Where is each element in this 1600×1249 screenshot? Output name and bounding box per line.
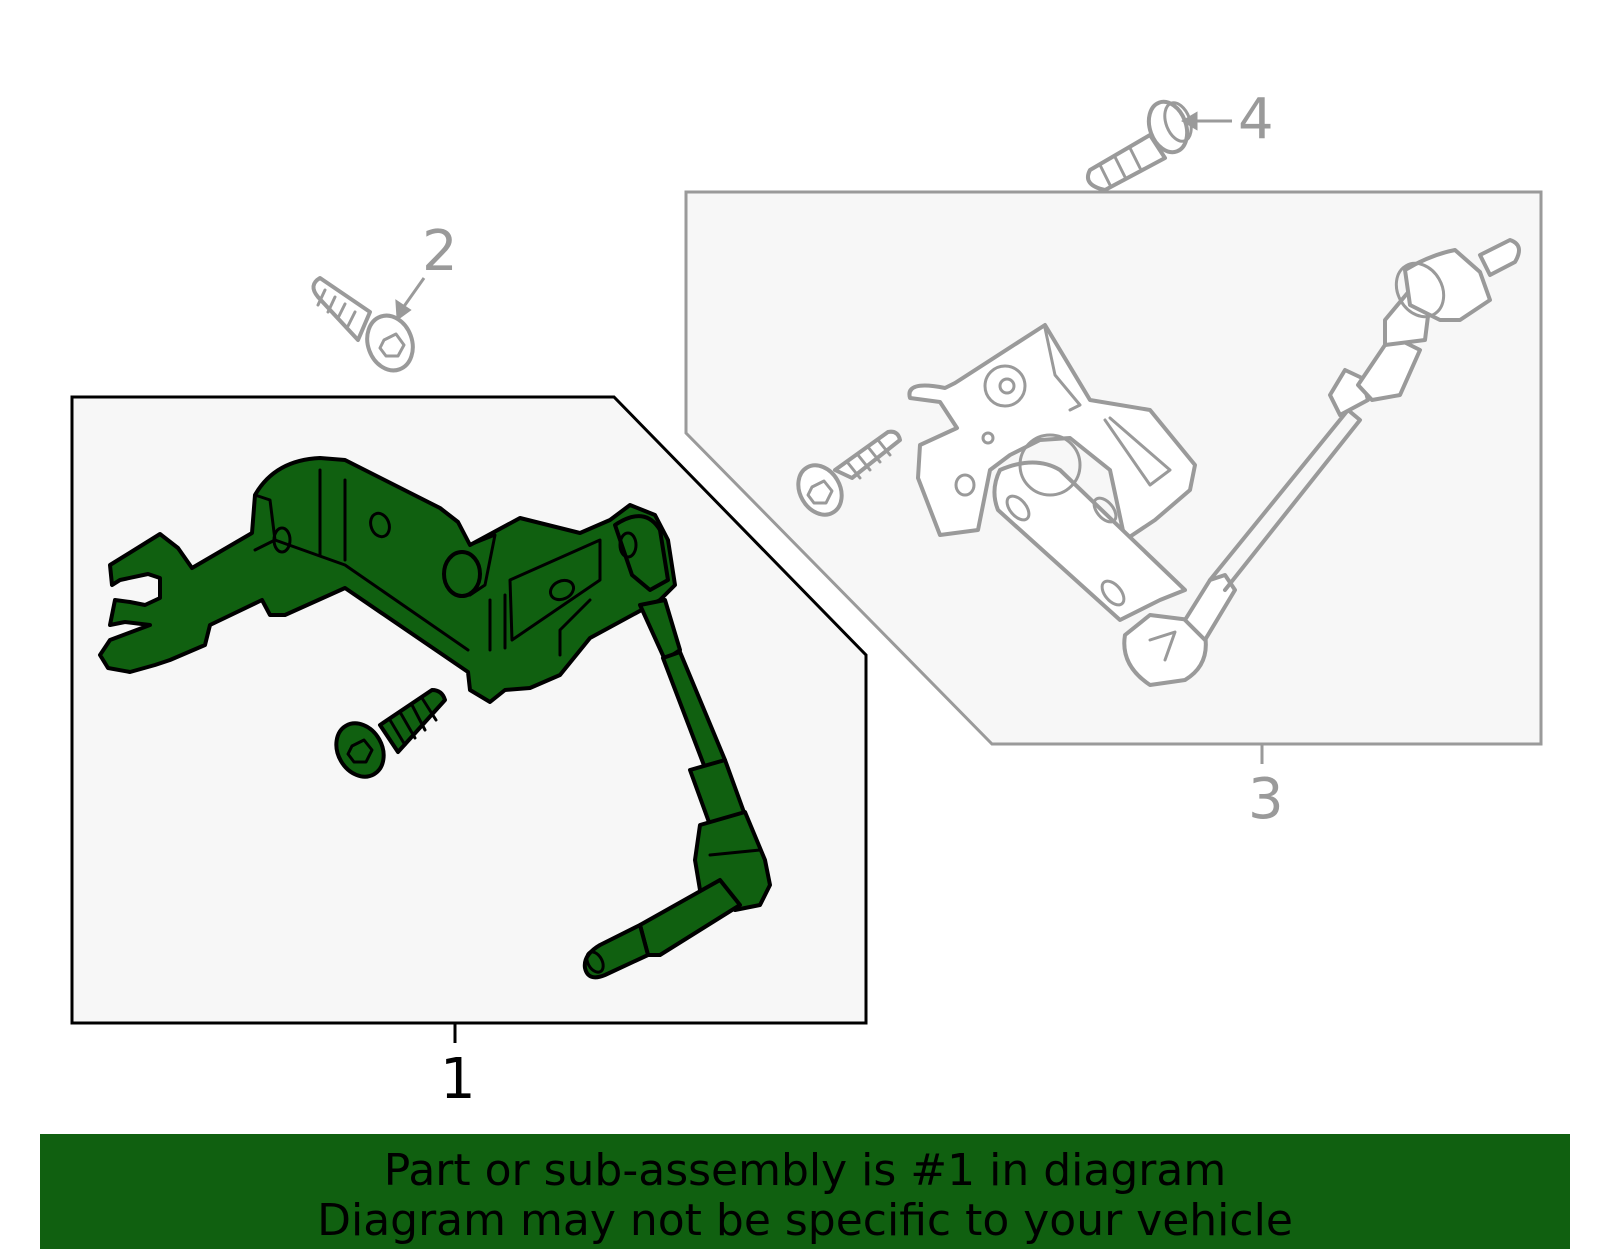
part-3-level-sensor-assembly[interactable] <box>790 238 1521 687</box>
callout-2: 2 <box>422 219 458 284</box>
banner-background <box>40 1134 1570 1249</box>
part-1-pivot <box>442 550 482 598</box>
part-1-bracket <box>98 456 677 704</box>
part-1-level-sensor-assembly[interactable] <box>98 456 772 980</box>
info-banner: Part or sub-assembly is #1 in diagram Di… <box>40 1134 1570 1249</box>
part-1-bolt <box>334 688 447 779</box>
callout-4: 4 <box>1238 87 1274 152</box>
callout-1: 1 <box>440 1047 476 1112</box>
part-4-bolt[interactable] <box>1085 96 1196 192</box>
part-1-upper-joint <box>613 514 670 592</box>
callout-leaders <box>395 111 1264 1043</box>
banner-line-2: Diagram may not be specific to your vehi… <box>317 1195 1293 1246</box>
callout-3: 3 <box>1248 767 1284 832</box>
part-2-bolt[interactable] <box>311 276 420 377</box>
banner-line-1: Part or sub-assembly is #1 in diagram <box>383 1145 1227 1196</box>
